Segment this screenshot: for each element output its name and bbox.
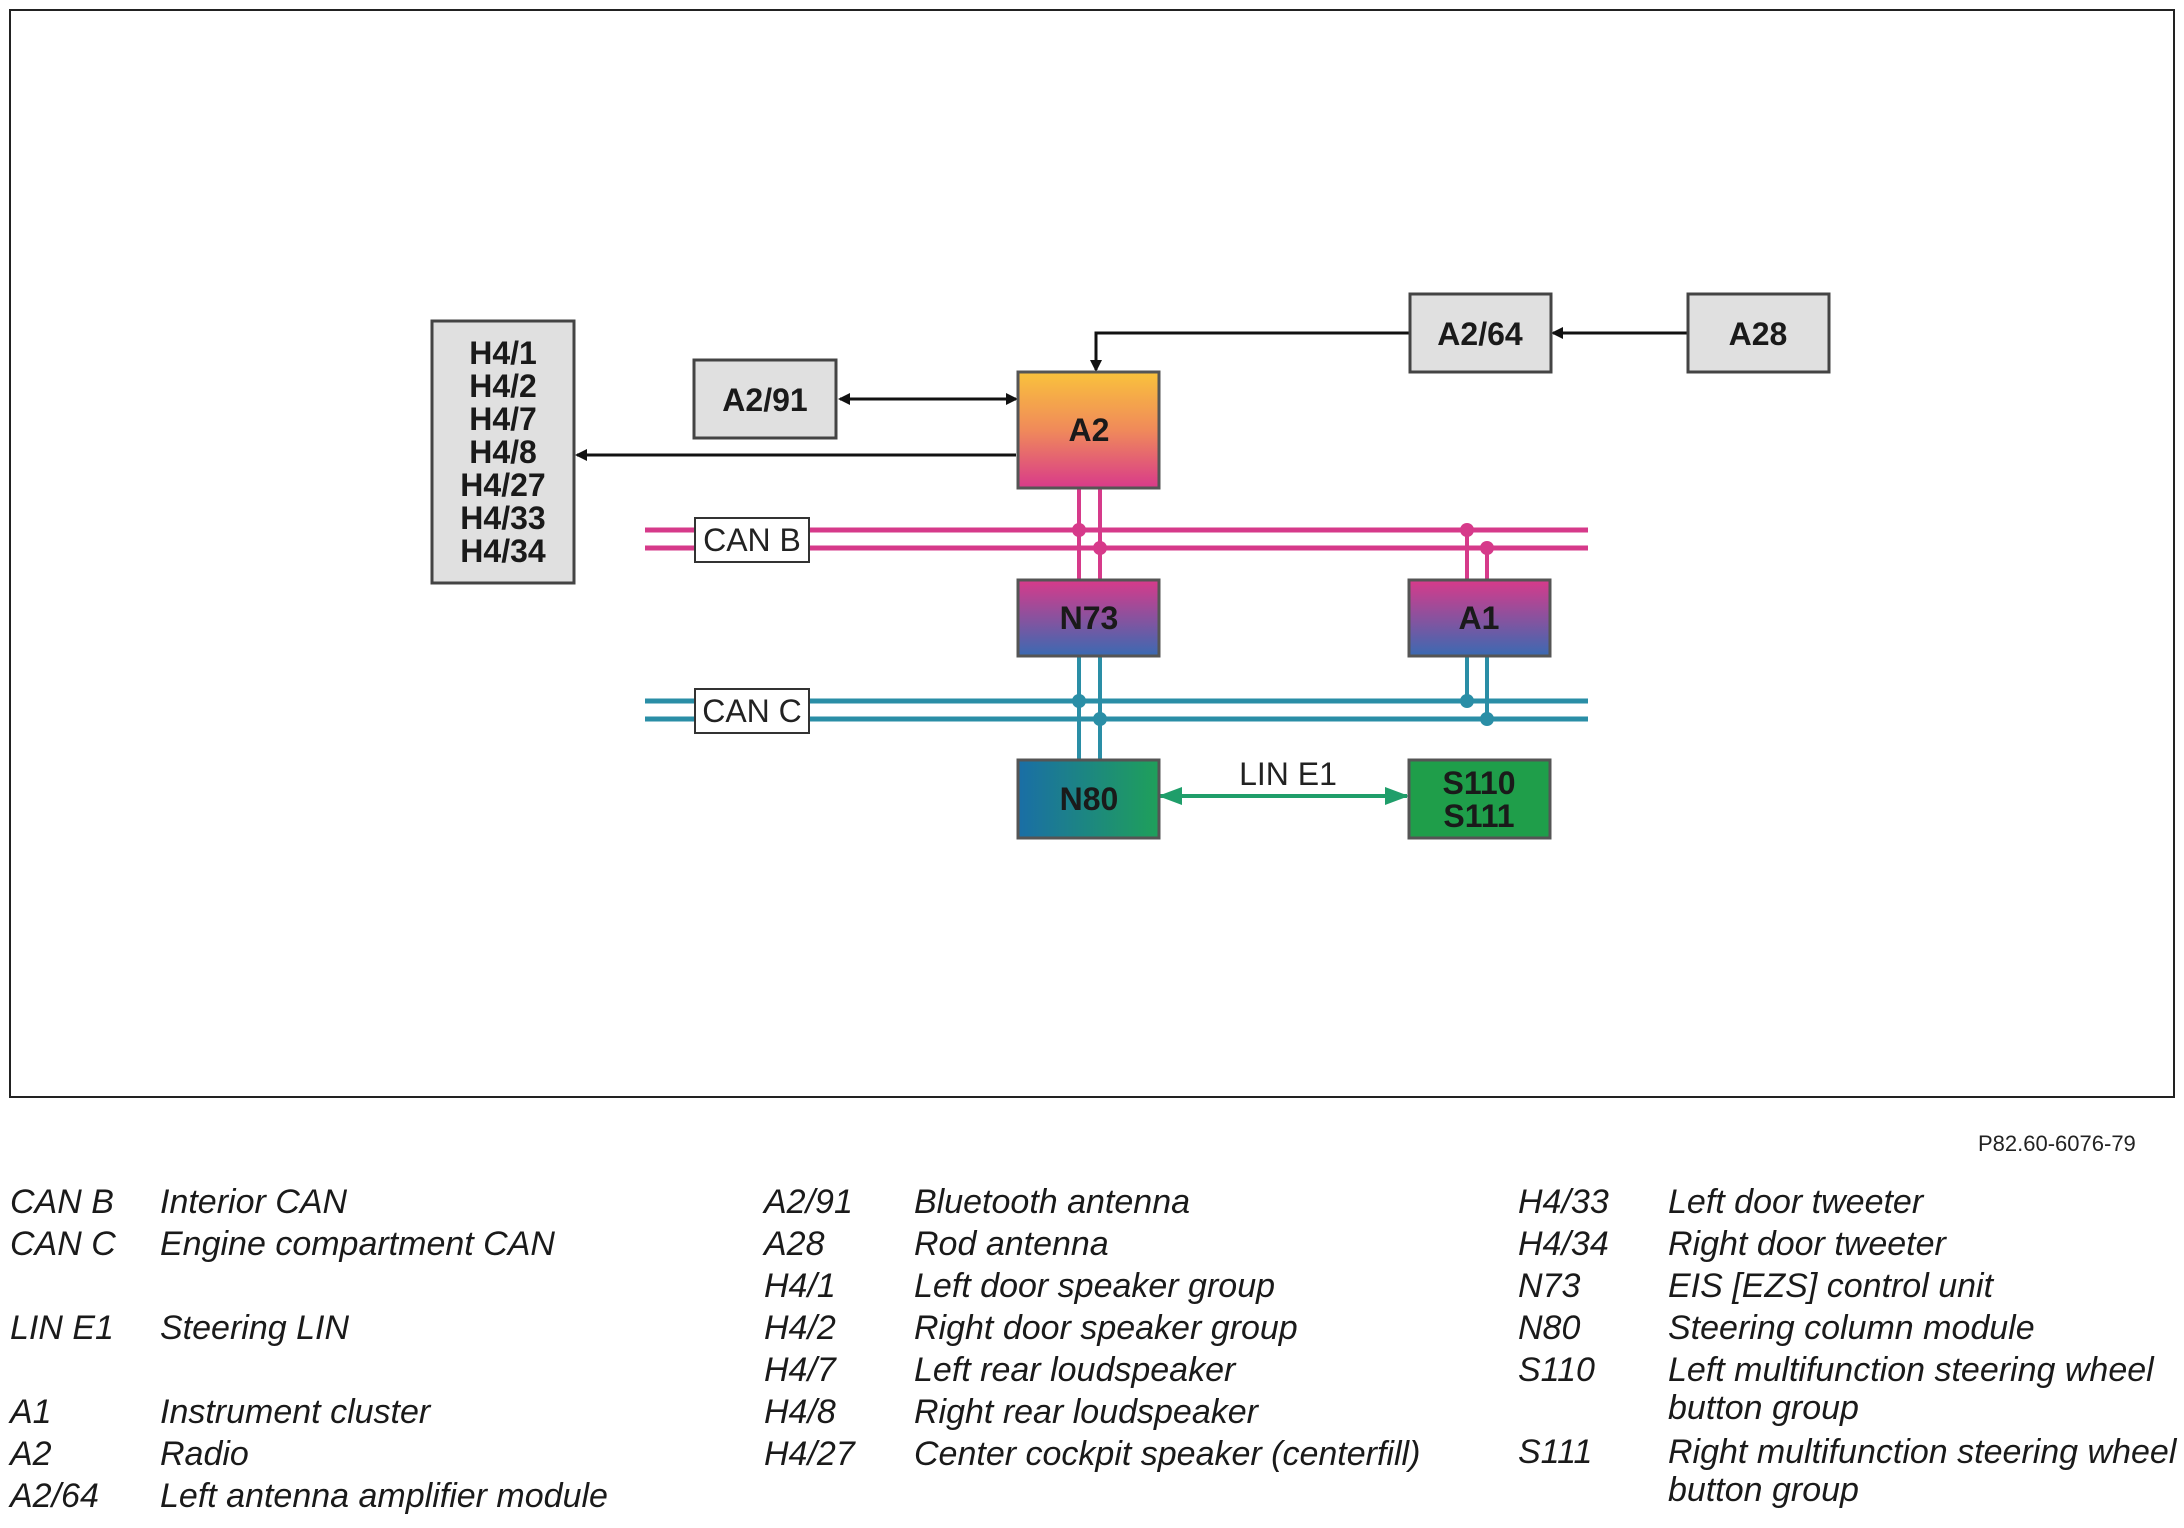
can-c-label: CAN C (694, 688, 810, 734)
svg-text:S111: S111 (1443, 798, 1514, 834)
svg-text:N73: N73 (1060, 600, 1119, 636)
a2-64-to-a2-arrow (1090, 331, 1410, 372)
svg-text:N80: N80 (1060, 781, 1119, 817)
svg-text:CAN B: CAN B (703, 522, 801, 558)
instrument-cluster-box: A1 (1407, 578, 1552, 658)
radio-box: A2 (1016, 370, 1161, 490)
speaker-code: H4/7 (469, 401, 537, 437)
legend-description: Right multifunction steering wheel (1668, 1433, 2177, 1471)
legend-code: A28 (764, 1225, 825, 1263)
eis-control-unit-box: N73 (1016, 578, 1161, 658)
legend-description: Left door speaker group (914, 1267, 1276, 1305)
legend-description: Right door tweeter (1668, 1225, 1946, 1263)
antenna-amplifier-box: A2/64 (1408, 292, 1553, 374)
legend-code: H4/1 (764, 1267, 836, 1305)
legend-description: Right rear loudspeaker (914, 1393, 1258, 1431)
legend-code: H4/33 (1518, 1183, 1609, 1221)
junction-dot (1480, 712, 1494, 726)
legend-description: Left antenna amplifier module (160, 1477, 608, 1515)
legend-description: Bluetooth antenna (914, 1183, 1191, 1221)
legend-code: A2/91 (764, 1183, 853, 1221)
legend-code: H4/7 (764, 1351, 836, 1389)
legend-description: Steering column module (1668, 1309, 2035, 1347)
legend-description: Left multifunction steering wheel (1668, 1351, 2154, 1389)
legend-code: A1 (10, 1393, 52, 1431)
junction-dot (1072, 523, 1086, 537)
junction-dot (1072, 694, 1086, 708)
legend-code: LIN E1 (10, 1309, 114, 1347)
svg-text:A2: A2 (1069, 412, 1110, 448)
junction-dot (1460, 523, 1474, 537)
legend-description: Engine compartment CAN (160, 1225, 555, 1263)
speaker-code: H4/27 (460, 467, 545, 503)
steering-wheel-buttons-box: S110 S111 (1407, 758, 1552, 840)
junction-dot (1480, 541, 1494, 555)
figure-reference: P82.60-6076-79 (1978, 1131, 2136, 1156)
legend-code: H4/27 (764, 1435, 855, 1473)
can-b-label: CAN B (694, 517, 810, 563)
steering-column-module-box: N80 (1016, 758, 1161, 840)
speaker-code: H4/33 (460, 500, 545, 536)
legend-description: Instrument cluster (160, 1393, 431, 1431)
diagram-frame (9, 9, 2175, 1098)
legend-description-continued: button group (1668, 1389, 1859, 1427)
speaker-code: H4/1 (469, 335, 537, 371)
svg-text:A2/64: A2/64 (1437, 316, 1523, 352)
legend-code: CAN C (10, 1225, 116, 1263)
junction-dot (1093, 541, 1107, 555)
legend-description: EIS [EZS] control unit (1668, 1267, 1994, 1305)
speaker-code: H4/8 (469, 434, 537, 470)
legend-code: H4/2 (764, 1309, 836, 1347)
legend-code: CAN B (10, 1183, 114, 1221)
legend-description-continued: button group (1668, 1471, 1859, 1509)
svg-text:CAN C: CAN C (702, 693, 802, 729)
svg-text:A2/91: A2/91 (722, 382, 807, 418)
legend-code: A2/64 (10, 1477, 99, 1515)
junction-dot (1460, 694, 1474, 708)
legend-description: Left door tweeter (1668, 1183, 1924, 1221)
legend-code: A2 (10, 1435, 52, 1473)
svg-text:S110: S110 (1443, 765, 1516, 801)
svg-text:A28: A28 (1729, 316, 1788, 352)
legend-code: H4/8 (764, 1393, 836, 1431)
legend-code: S111 (1518, 1433, 1593, 1471)
speaker-code: H4/34 (460, 533, 546, 569)
bluetooth-antenna-box: A2/91 (692, 358, 838, 440)
rod-antenna-box: A28 (1686, 292, 1831, 374)
legend-code: S110 (1518, 1351, 1595, 1389)
speaker-code: H4/2 (469, 368, 537, 404)
legend-description: Steering LIN (160, 1309, 349, 1347)
bus-junctions (1072, 523, 1494, 726)
legend-description: Rod antenna (914, 1225, 1109, 1263)
legend-description: Left rear loudspeaker (914, 1351, 1236, 1389)
svg-text:A1: A1 (1459, 600, 1500, 636)
lin-e1-label: LIN E1 (1239, 756, 1337, 792)
legend-code: H4/34 (1518, 1225, 1609, 1263)
legend-code: N73 (1518, 1267, 1581, 1305)
legend-description: Right door speaker group (914, 1309, 1298, 1347)
can-c-drops-a1 (1465, 656, 1489, 719)
legend-description: Radio (160, 1435, 249, 1473)
junction-dot (1093, 712, 1107, 726)
legend-code: N80 (1518, 1309, 1581, 1347)
legend-description: Interior CAN (160, 1183, 348, 1221)
legend-description: Center cockpit speaker (centerfill) (914, 1435, 1421, 1473)
